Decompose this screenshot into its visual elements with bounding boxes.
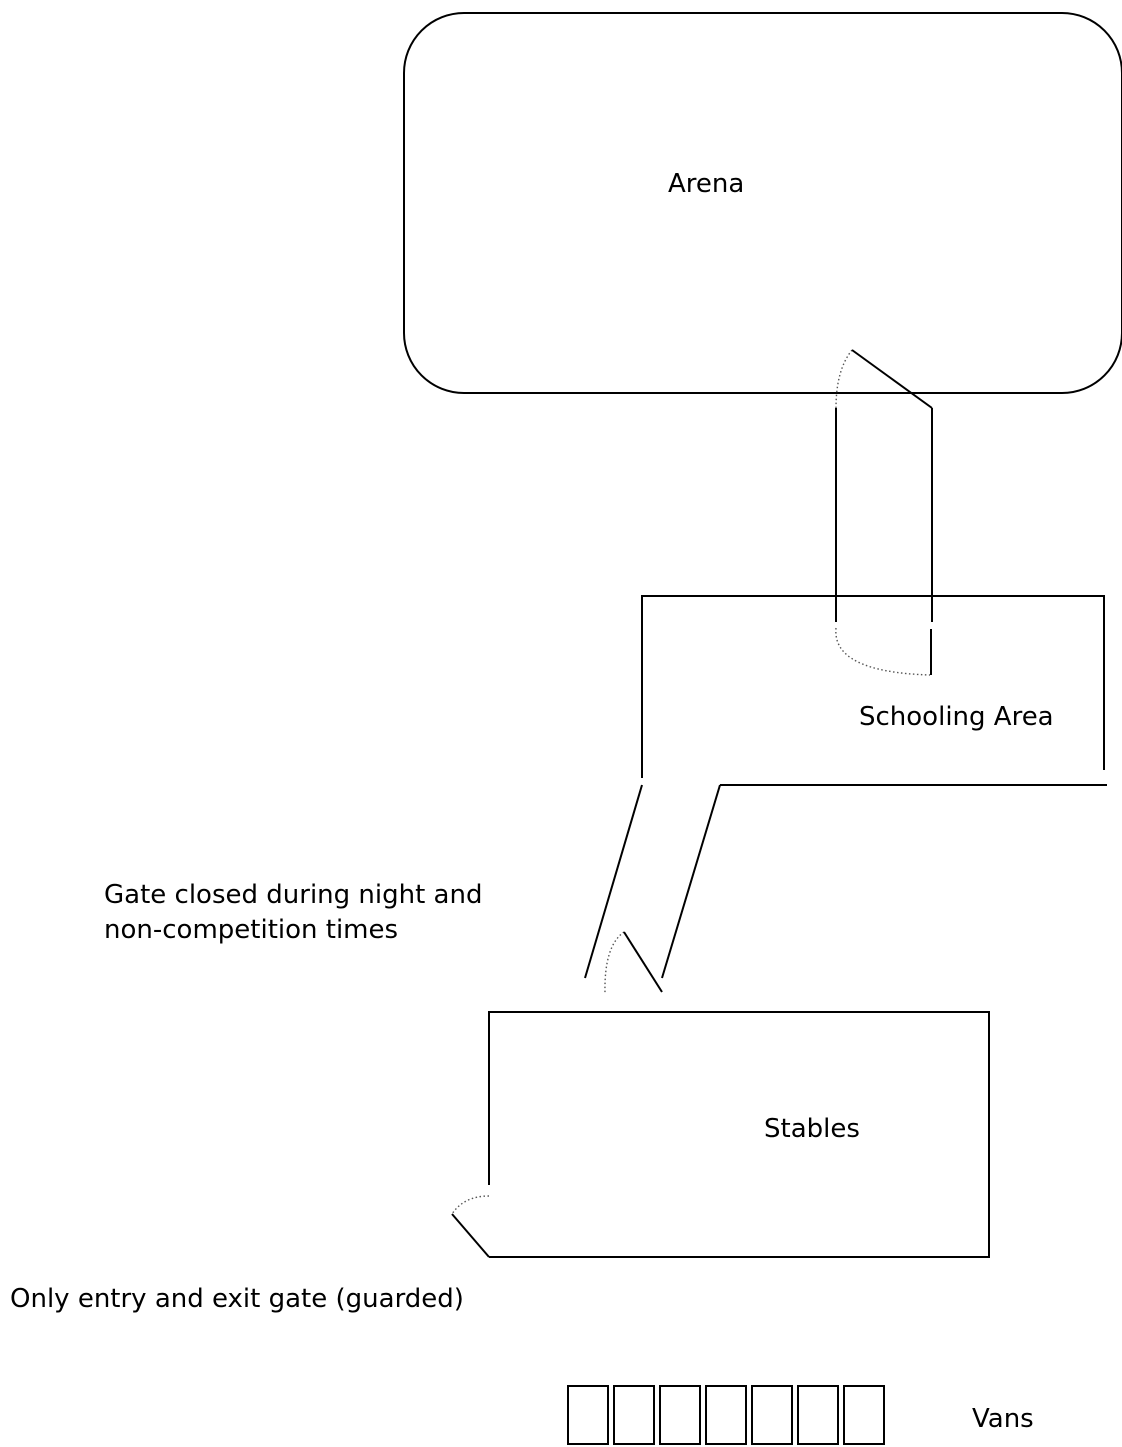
entry-exit-gate: Only entry and exit gate (guarded) (10, 1195, 490, 1314)
lane-right-wall (661, 784, 721, 979)
night-gate-note-line1: Gate closed during night and (104, 880, 482, 910)
schooling-area-boundary (641, 595, 1105, 778)
van-box (705, 1385, 747, 1445)
schooling-gate-swing-arc (835, 627, 931, 676)
arena-gate-swing-arc (835, 349, 853, 409)
van-box (797, 1385, 839, 1445)
vans: Vans (567, 1385, 1034, 1445)
entry-gate-swing-arc (451, 1195, 490, 1215)
arena-gate (835, 349, 933, 409)
van-box (659, 1385, 701, 1445)
stables-label: Stables (764, 1114, 860, 1144)
entry-gate-leaf (451, 1213, 490, 1258)
van-row (567, 1385, 885, 1445)
night-gate-leaf (623, 931, 663, 993)
van-box (751, 1385, 793, 1445)
night-gate-note-line2: non-competition times (104, 915, 398, 945)
van-box (567, 1385, 609, 1445)
stables-boundary (488, 1011, 990, 1258)
arena-passage (835, 408, 933, 622)
stables: Stables (488, 1011, 990, 1258)
schooling-area: Schooling Area (641, 595, 1107, 786)
schooling-area-label: Schooling Area (859, 702, 1054, 732)
van-box (843, 1385, 885, 1445)
van-box (613, 1385, 655, 1445)
arena-label: Arena (668, 169, 744, 199)
night-gate-swing-arc (604, 931, 625, 994)
night-gate: Gate closed during night and non-competi… (104, 880, 663, 994)
lane-left-wall (584, 784, 643, 979)
arena-boundary (403, 12, 1122, 394)
schooling-gate (835, 627, 932, 676)
entry-gate-note: Only entry and exit gate (guarded) (10, 1284, 464, 1314)
lane-to-stables (584, 784, 721, 979)
arena-gate-leaf (851, 349, 933, 409)
arena: Arena (403, 12, 1122, 394)
vans-label: Vans (972, 1404, 1034, 1434)
